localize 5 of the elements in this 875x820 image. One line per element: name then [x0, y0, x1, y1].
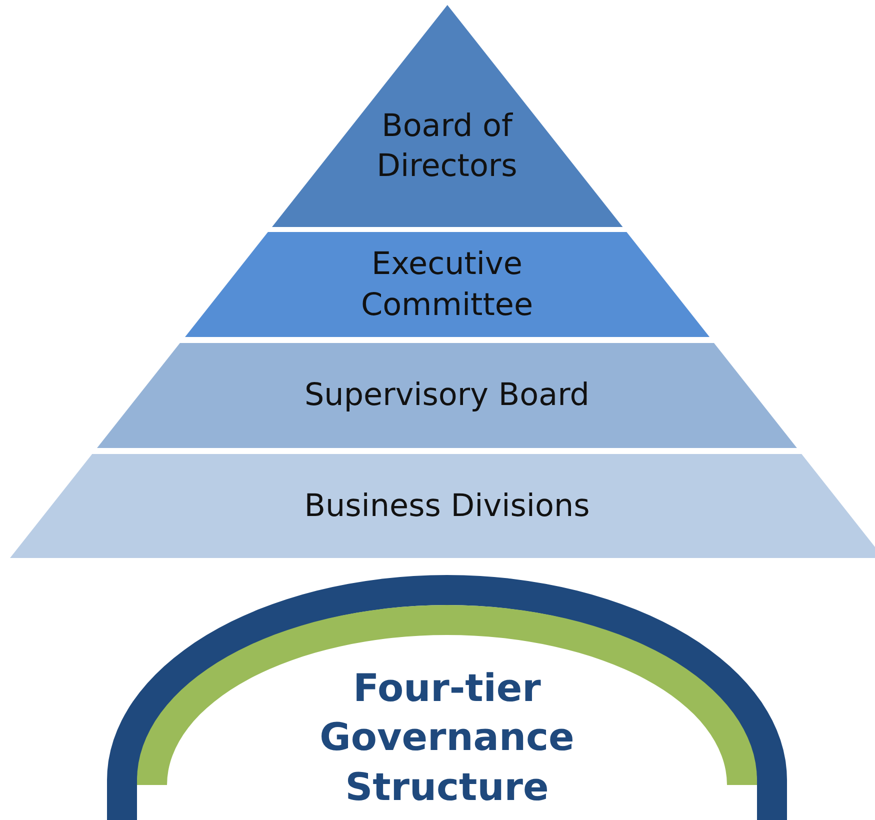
- tier-label: Business Divisions: [304, 486, 590, 526]
- structure-title: Four-tier Governance Structure: [318, 665, 576, 811]
- tier-label: Executive Committee: [360, 245, 534, 324]
- tier-label: Supervisory Board: [304, 376, 590, 416]
- tier-label: Board of Directors: [376, 106, 518, 186]
